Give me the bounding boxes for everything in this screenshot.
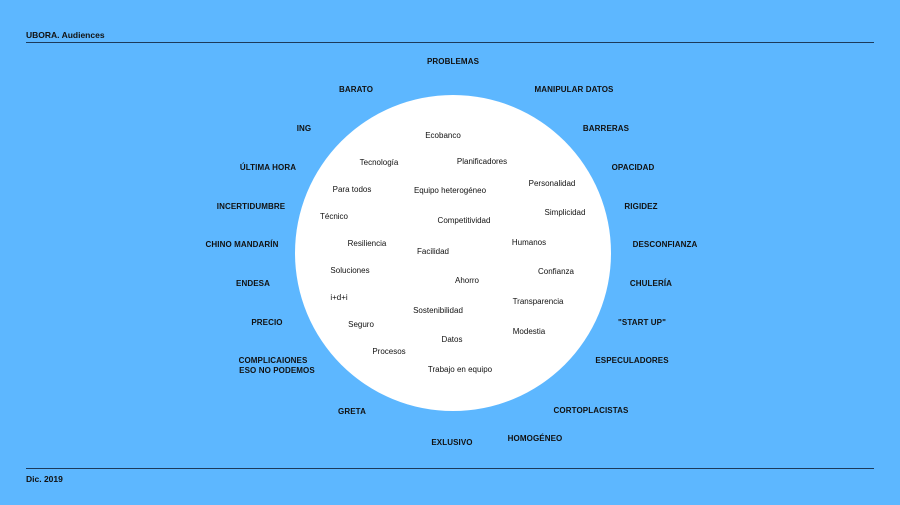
outer-word: "START UP" xyxy=(618,318,666,327)
inner-word: Soluciones xyxy=(330,266,370,275)
page-title: UBORA. Audiences xyxy=(26,30,105,40)
outer-word: EXLUSIVO xyxy=(431,438,473,447)
inner-word: Datos xyxy=(441,335,463,344)
outer-word: BARRERAS xyxy=(582,124,630,133)
outer-word: PROBLEMAS xyxy=(426,57,480,66)
values-circle xyxy=(295,95,611,411)
inner-word: Seguro xyxy=(348,320,374,329)
inner-word: Procesos xyxy=(372,347,406,356)
outer-word: CORTOPLACISTAS xyxy=(553,406,629,415)
outer-word: ESO NO PODEMOS xyxy=(239,366,315,375)
footer-date: Dic. 2019 xyxy=(26,474,63,484)
outer-word: COMPLICAIONES xyxy=(238,356,308,365)
outer-word: ÚLTIMA HORA xyxy=(239,163,297,172)
inner-word: i+d+i xyxy=(330,293,348,302)
outer-word: BARATO xyxy=(338,85,374,94)
outer-word: ENDESA xyxy=(236,279,270,288)
inner-word: Tecnología xyxy=(359,158,399,167)
inner-word: Competitividad xyxy=(437,216,491,225)
outer-word: ING xyxy=(296,124,312,133)
top-divider xyxy=(26,42,874,43)
inner-word: Humanos xyxy=(511,238,547,247)
inner-word: Trabajo en equipo xyxy=(427,365,493,374)
outer-word: CHINO MANDARÍN xyxy=(205,240,279,249)
outer-word: INCERTIDUMBRE xyxy=(216,202,286,211)
inner-word: Confianza xyxy=(537,267,575,276)
inner-word: Simplicidad xyxy=(544,208,586,217)
outer-word: OPACIDAD xyxy=(611,163,655,172)
inner-word: Transparencia xyxy=(512,297,564,306)
inner-word: Equipo heterogéneo xyxy=(413,186,487,195)
inner-word: Personalidad xyxy=(528,179,576,188)
outer-word: HOMOGÉNEO xyxy=(507,434,563,443)
inner-word: Sostenibilidad xyxy=(413,306,463,315)
inner-word: Ecobanco xyxy=(425,131,461,140)
outer-word: DESCONFIANZA xyxy=(632,240,698,249)
outer-word: GRETA xyxy=(338,407,366,416)
inner-word: Facilidad xyxy=(416,247,450,256)
inner-word: Resiliencia xyxy=(347,239,387,248)
outer-word: ESPECULADORES xyxy=(595,356,669,365)
outer-word: CHULERÍA xyxy=(629,279,673,288)
inner-word: Ahorro xyxy=(454,276,480,285)
inner-word: Planificadores xyxy=(456,157,508,166)
bottom-divider xyxy=(26,468,874,469)
inner-word: Modestia xyxy=(512,327,546,336)
outer-word: RIGIDEZ xyxy=(624,202,658,211)
outer-word: MANIPULAR DATOS xyxy=(534,85,614,94)
outer-word: PRECIO xyxy=(251,318,283,327)
inner-word: Para todos xyxy=(332,185,372,194)
inner-word: Técnico xyxy=(319,212,349,221)
